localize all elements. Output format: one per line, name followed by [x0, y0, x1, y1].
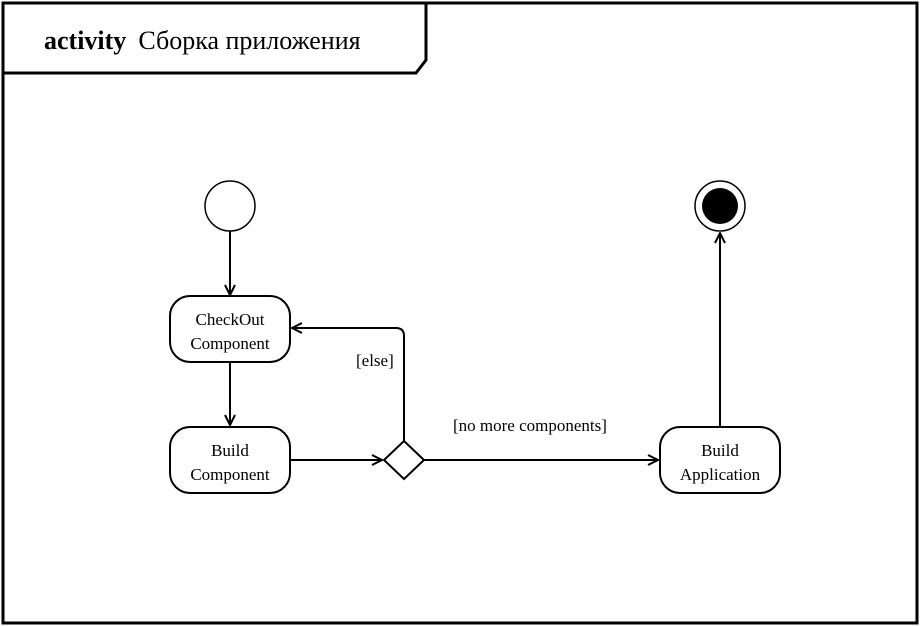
- action-label-line1: CheckOut: [196, 310, 265, 329]
- frame-keyword: activity: [44, 26, 126, 55]
- edge-decision-else-to-checkout: [292, 328, 405, 441]
- action-checkout-component[interactable]: CheckOut Component: [169, 295, 291, 363]
- action-label-line1: Build: [211, 441, 249, 460]
- guard-else: [else]: [356, 351, 394, 370]
- action-build-component[interactable]: Build Component: [169, 426, 291, 494]
- action-label-line1: Build: [701, 441, 739, 460]
- action-build-application[interactable]: Build Application: [659, 426, 781, 494]
- action-label-line2: Application: [680, 465, 761, 484]
- final-node[interactable]: [694, 180, 746, 232]
- frame-name-tab: [3, 3, 428, 75]
- frame-name: Сборка приложения: [138, 26, 360, 55]
- initial-node[interactable]: [204, 180, 256, 232]
- action-label-line2: Component: [190, 465, 270, 484]
- frame-title: activity Сборка приложения: [44, 26, 361, 55]
- action-label-line2: Component: [190, 334, 270, 353]
- decision-node[interactable]: [382, 439, 426, 481]
- guard-no-more-components: [no more components]: [453, 416, 607, 435]
